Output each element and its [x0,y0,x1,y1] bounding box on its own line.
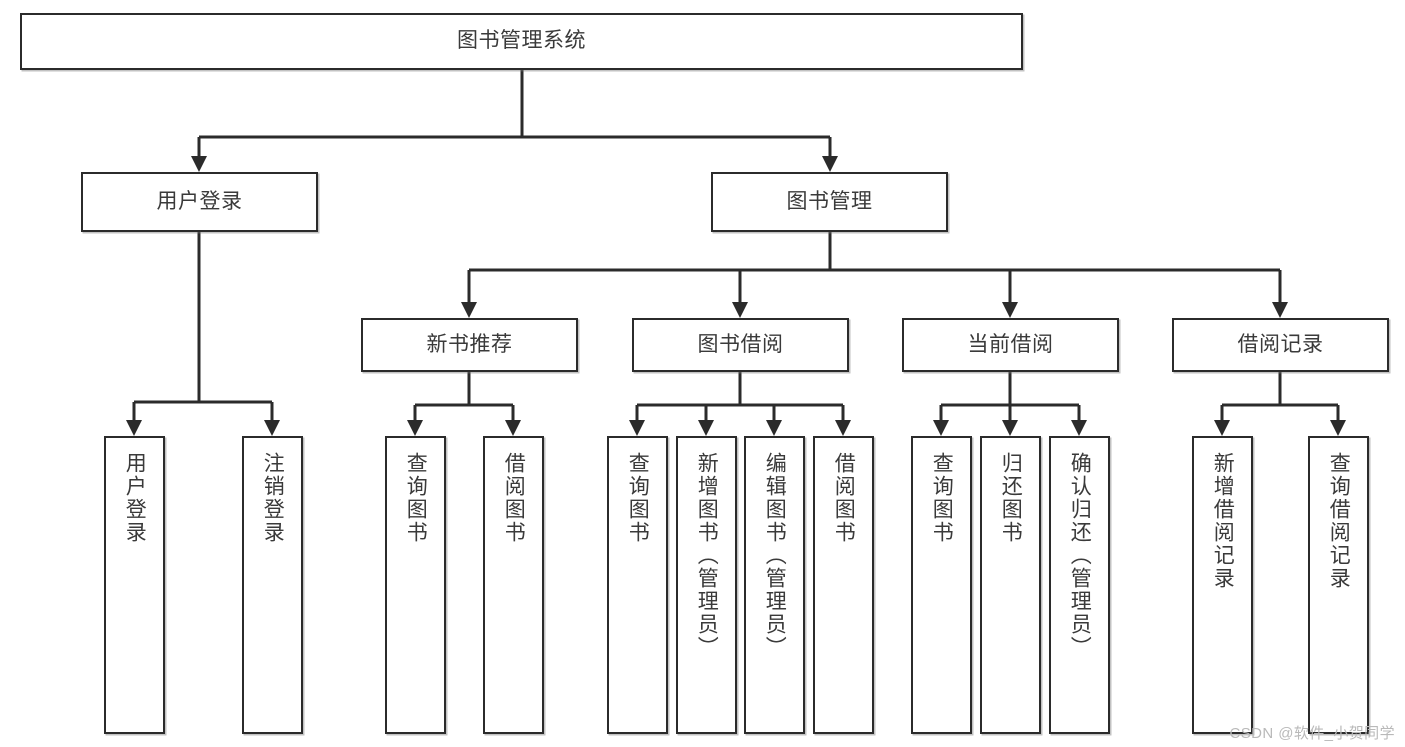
node-leaf-query-book-new-label: 查询图书 [404,452,428,544]
csdn-watermark: CSDN @软件_小贺同学 [1229,725,1395,742]
node-user-login-label: 用户登录 [156,189,243,213]
node-leaf-borrow-book[interactable]: 借阅图书 [813,436,874,734]
node-leaf-borrow-book-new[interactable]: 借阅图书 [483,436,544,734]
node-leaf-add-book-admin[interactable]: 新增图书（管理员） [676,436,737,734]
node-leaf-logout-label: 注销登录 [261,452,285,544]
node-current-borrow-label: 当前借阅 [967,332,1054,356]
node-borrow-record[interactable]: 借阅记录 [1172,318,1389,372]
node-leaf-confirm-return-admin-label: 确认归还（管理员） [1068,452,1092,659]
node-user-login[interactable]: 用户登录 [81,172,318,232]
node-root-label: 图书管理系统 [457,29,586,53]
node-leaf-query-book-current[interactable]: 查询图书 [911,436,972,734]
node-book-borrow-label: 图书借阅 [697,332,784,356]
node-leaf-query-borrow-record[interactable]: 查询借阅记录 [1308,436,1369,734]
node-current-borrow[interactable]: 当前借阅 [902,318,1119,372]
node-leaf-borrow-book-label: 借阅图书 [832,452,856,544]
node-leaf-add-book-admin-label: 新增图书（管理员） [695,452,719,659]
node-leaf-add-borrow-record[interactable]: 新增借阅记录 [1192,436,1253,734]
node-leaf-edit-book-admin[interactable]: 编辑图书（管理员） [744,436,805,734]
node-leaf-query-book[interactable]: 查询图书 [607,436,668,734]
node-leaf-user-login-label: 用户登录 [123,452,147,544]
node-root[interactable]: 图书管理系统 [20,13,1023,70]
node-leaf-user-login[interactable]: 用户登录 [104,436,165,734]
node-book-management-label: 图书管理 [786,189,873,213]
node-new-book-recommend-label: 新书推荐 [426,332,513,356]
node-leaf-query-book-new[interactable]: 查询图书 [385,436,446,734]
node-book-management[interactable]: 图书管理 [711,172,948,232]
node-leaf-return-book[interactable]: 归还图书 [980,436,1041,734]
node-borrow-record-label: 借阅记录 [1237,332,1324,356]
node-leaf-logout[interactable]: 注销登录 [242,436,303,734]
node-leaf-add-borrow-record-label: 新增借阅记录 [1211,452,1235,590]
node-leaf-query-borrow-record-label: 查询借阅记录 [1327,452,1351,590]
node-leaf-query-book-label: 查询图书 [626,452,650,544]
node-leaf-edit-book-admin-label: 编辑图书（管理员） [763,452,787,659]
node-leaf-confirm-return-admin[interactable]: 确认归还（管理员） [1049,436,1110,734]
node-leaf-query-book-current-label: 查询图书 [930,452,954,544]
node-book-borrow[interactable]: 图书借阅 [632,318,849,372]
node-leaf-borrow-book-new-label: 借阅图书 [502,452,526,544]
node-new-book-recommend[interactable]: 新书推荐 [361,318,578,372]
node-leaf-return-book-label: 归还图书 [999,452,1023,544]
